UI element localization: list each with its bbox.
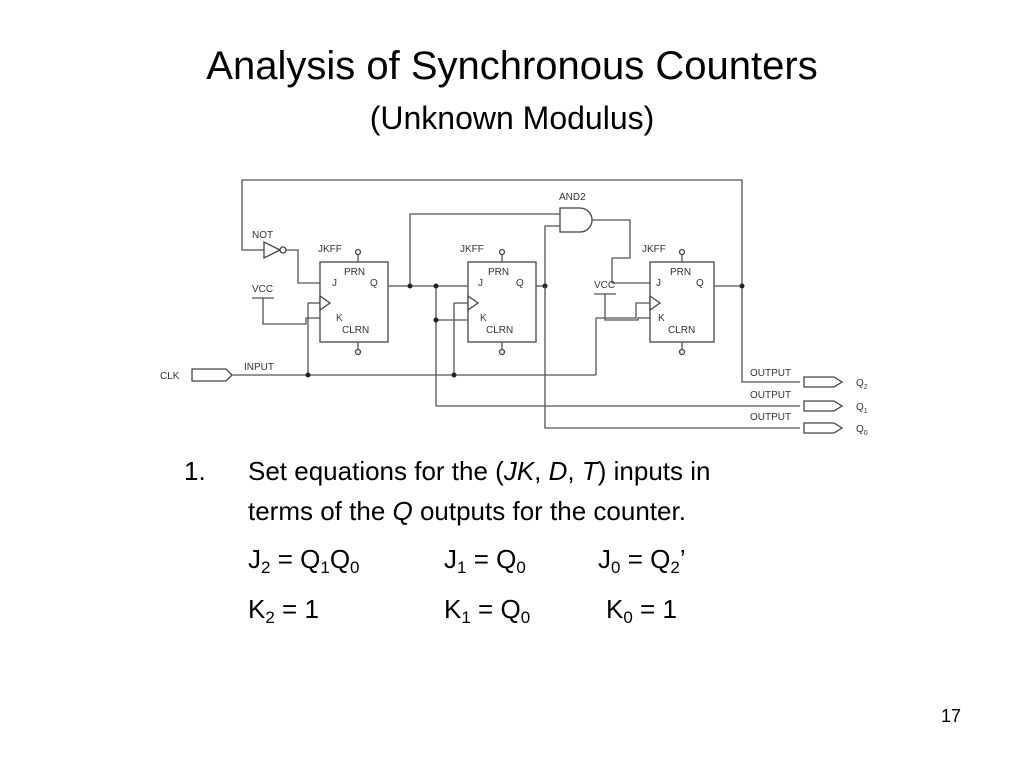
ff2-q-label: Q <box>370 278 378 289</box>
ff2-type-label: JKFF <box>318 244 342 255</box>
step-number: 1. <box>184 456 206 486</box>
vcc-source-2: VCC <box>594 280 650 321</box>
slide-subtitle: (Unknown Modulus) <box>369 100 655 136</box>
ff0-prn-label: PRN <box>670 267 691 278</box>
equation-j2: J2 = Q1Q0 <box>248 544 360 577</box>
ff2-k-label: K <box>336 313 343 324</box>
ff1-q-label: Q <box>516 278 524 289</box>
output-port-q0: OUTPUT Q0 <box>750 412 868 437</box>
ff1-clrn-label: CLRN <box>486 325 513 336</box>
output-q0-label: Q0 <box>856 424 868 437</box>
vcc-label-2: VCC <box>594 280 615 291</box>
ff2-prn-label: PRN <box>344 267 365 278</box>
output-q1-label: Q1 <box>856 402 868 415</box>
clk-input-port: CLK INPUT <box>160 362 274 382</box>
not-gate-label: NOT <box>252 230 273 241</box>
ff2-clrn-label: CLRN <box>342 325 369 336</box>
page-number: 17 <box>941 706 962 726</box>
ff0-clrn-label: CLRN <box>668 325 695 336</box>
output-port-q1: OUTPUT Q1 <box>750 390 868 415</box>
clk-label: CLK <box>160 371 180 382</box>
ff1-prn-label: PRN <box>488 267 509 278</box>
ff0-j-label: J <box>656 278 661 289</box>
ff0-type-label: JKFF <box>642 244 666 255</box>
step-text-line-1: Set equations for the (JK, D, T) inputs … <box>248 456 711 486</box>
jk-flipflop-1: JKFF PRN J Q K CLRN <box>460 244 537 356</box>
feedback-wire-q2 <box>241 179 743 286</box>
jk-flipflop-0: JKFF PRN J Q K CLRN <box>642 244 715 356</box>
input-label: INPUT <box>244 362 274 373</box>
equation-j1: J1 = Q0 <box>444 544 526 577</box>
output-label-q1: OUTPUT <box>750 390 791 401</box>
ff0-k-label: K <box>658 313 665 324</box>
vcc-source-1: VCC <box>252 284 320 325</box>
output-port-q2: OUTPUT Q2 <box>750 368 868 391</box>
ff2-j-label: J <box>332 278 337 289</box>
slide-title: Analysis of Synchronous Counters <box>206 44 818 88</box>
output-q2-label: Q2 <box>856 378 868 391</box>
equation-j0: J0 = Q2’ <box>598 544 686 577</box>
equation-k0: K0 = 1 <box>606 594 677 627</box>
equation-k1: K1 = Q0 <box>444 594 531 627</box>
jk-flipflop-2: JKFF PRN J Q K CLRN <box>318 244 389 356</box>
counter-circuit-diagram: NOT AND2 CLK INPUT VCC VCC JKFF <box>160 179 868 437</box>
ff1-j-label: J <box>478 278 483 289</box>
step-text-line-2: terms of the Q outputs for the counter. <box>248 496 686 526</box>
ff1-k-label: K <box>480 313 487 324</box>
ff0-q-label: Q <box>696 278 704 289</box>
and-gate: AND2 <box>559 192 593 233</box>
and-gate-label: AND2 <box>559 192 586 203</box>
output-label-q2: OUTPUT <box>750 368 791 379</box>
vcc-label-1: VCC <box>252 284 273 295</box>
ff1-type-label: JKFF <box>460 244 484 255</box>
output-label-q0: OUTPUT <box>750 412 791 423</box>
equation-k2: K2 = 1 <box>248 594 319 627</box>
not-gate: NOT <box>252 230 287 260</box>
